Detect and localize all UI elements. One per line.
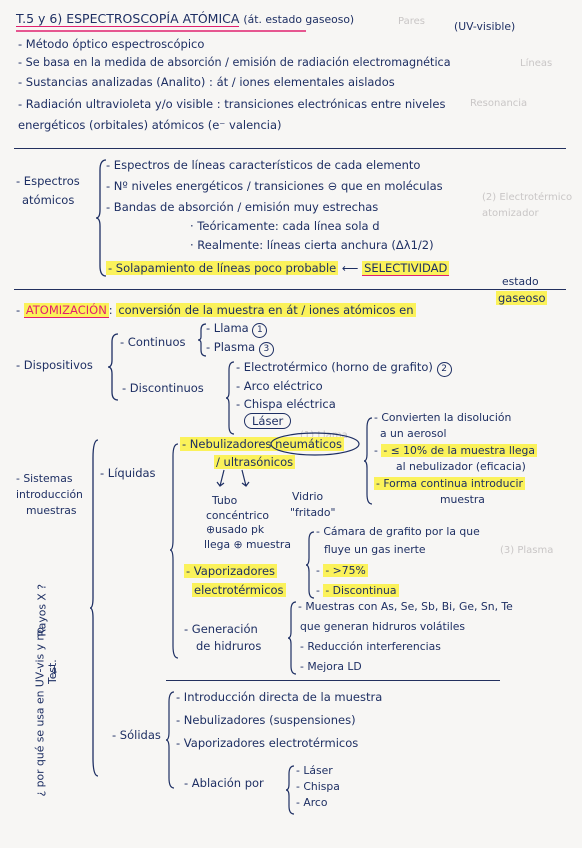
hidruros-label: de hidruros bbox=[196, 639, 262, 653]
discontinuos-item: Láser bbox=[244, 413, 292, 429]
brace bbox=[225, 361, 235, 435]
atomizacion-state: estado bbox=[502, 275, 539, 288]
brace bbox=[285, 765, 295, 815]
brace bbox=[305, 531, 315, 599]
hidruros-note: - Reducción interferencias bbox=[300, 640, 441, 653]
oval-mark bbox=[270, 432, 360, 456]
nebulizador-note: - Forma continua introducir bbox=[374, 477, 525, 490]
nebulizador-note: - Convierten la disolución bbox=[374, 411, 512, 424]
discontinuos-item: - Chispa eléctrica bbox=[236, 397, 336, 411]
espectros-item: - Bandas de absorción / emisión muy estr… bbox=[106, 200, 379, 214]
section-divider bbox=[14, 289, 566, 290]
tubo-note: llega ⊕ muestra bbox=[204, 538, 291, 551]
tubo-note: concéntrico bbox=[206, 509, 270, 522]
ghost-text: atomizador bbox=[482, 208, 539, 219]
ablacion-item: - Arco bbox=[296, 796, 328, 809]
brace bbox=[363, 417, 373, 505]
solapamiento-line: - Solapamiento de líneas poco probable ⟵… bbox=[106, 261, 450, 276]
vaporizador-note: - - >75% bbox=[316, 564, 368, 577]
intro-line: - Radiación ultravioleta y/o visible : t… bbox=[18, 97, 446, 111]
vaporizadores-label: electrotérmicos bbox=[192, 583, 286, 597]
intro-line: - Sustancias analizadas (Analito) : át /… bbox=[18, 75, 395, 89]
ghost-text: Líneas bbox=[520, 58, 553, 69]
brace bbox=[165, 691, 175, 789]
discontinuos-item: - Arco eléctrico bbox=[236, 379, 323, 393]
brace bbox=[169, 443, 179, 659]
title-underline bbox=[16, 30, 306, 32]
ghost-text: Pares bbox=[398, 16, 425, 27]
continuos-item: - Llama 1 bbox=[206, 321, 268, 338]
brace bbox=[197, 323, 207, 357]
side-note: ↓ bbox=[50, 664, 60, 677]
nebulizador-note: al nebulizador (eficacia) bbox=[396, 460, 526, 473]
brace bbox=[107, 333, 119, 401]
sistemas-label: - Sistemas bbox=[16, 472, 73, 485]
discontinuos-item: - Electrotérmico (horno de grafito) 2 bbox=[236, 360, 452, 377]
espectros-item: - Nº niveles energéticos / transiciones … bbox=[106, 179, 443, 193]
nebulizador-note: - - ≤ 10% de la muestra llega bbox=[374, 444, 538, 457]
brace bbox=[95, 159, 107, 277]
hidruros-note: - Muestras con As, Se, Sb, Bi, Ge, Sn, T… bbox=[298, 600, 513, 613]
atomizacion-state: gaseoso bbox=[496, 291, 548, 305]
side-note: Test. bbox=[46, 659, 59, 684]
espectros-label: atómicos bbox=[22, 193, 75, 207]
nebulizador-note: muestra bbox=[440, 493, 485, 506]
page-title: T.5 y 6) ESPECTROSCOPÍA ATÓMICA (át. est… bbox=[16, 11, 355, 27]
discontinuos-label: - Discontinuos bbox=[122, 381, 204, 395]
hidruros-note: que generan hidruros volátiles bbox=[300, 620, 466, 633]
liquidas-label: - Líquidas bbox=[100, 466, 156, 480]
ablacion-item: - Chispa bbox=[296, 780, 340, 793]
solidas-item: - Nebulizadores (suspensiones) bbox=[176, 713, 356, 727]
uv-note: (UV-visible) bbox=[454, 20, 516, 33]
side-note: Rayos X ? bbox=[35, 584, 49, 637]
tubo-note: ⊕usado pk bbox=[206, 523, 265, 536]
nebulizadores-label: - Nebulizadores neumáticos bbox=[180, 437, 345, 451]
continuos-item: - Plasma 3 bbox=[206, 340, 274, 357]
espectros-label: - Espectros bbox=[16, 174, 80, 188]
brace bbox=[287, 601, 297, 675]
nebulizadores-label: / ultrasónicos bbox=[214, 455, 296, 469]
ghost-text: (3) Plasma bbox=[500, 545, 554, 556]
ghost-text: (1) Llama bbox=[300, 430, 348, 441]
tubo-note: Tubo bbox=[212, 494, 238, 507]
atomizacion-line: - ATOMIZACIÓN: conversión de la muestra … bbox=[16, 303, 416, 318]
continuos-label: - Continuos bbox=[120, 335, 186, 349]
section-divider bbox=[166, 680, 500, 681]
vidrio-note: Vidrio bbox=[292, 490, 324, 503]
solidas-item: - Ablación por bbox=[184, 776, 264, 790]
section-divider bbox=[14, 148, 566, 149]
solidas-label: - Sólidas bbox=[112, 728, 161, 742]
vaporizador-note: - Cámara de grafito por la que bbox=[316, 525, 480, 538]
ablacion-item: - Láser bbox=[296, 764, 333, 777]
espectros-subitem: · Realmente: líneas cierta anchura (Δλ1/… bbox=[190, 238, 434, 252]
sistemas-label: introducción bbox=[16, 488, 83, 501]
ghost-text: (2) Electrotérmico bbox=[482, 192, 573, 203]
vaporizadores-label: - Vaporizadores bbox=[184, 564, 278, 578]
intro-line: energéticos (orbitales) atómicos (e⁻ val… bbox=[18, 118, 282, 132]
vidrio-note: "fritado" bbox=[290, 506, 336, 519]
solidas-item: - Vaporizadores electrotérmicos bbox=[176, 736, 359, 750]
nebulizador-note: a un aerosol bbox=[380, 427, 447, 440]
intro-line: - Se basa en la medida de absorción / em… bbox=[18, 56, 451, 69]
arrow-down bbox=[216, 469, 250, 487]
ghost-text: Resonancia bbox=[470, 98, 528, 109]
intro-line: - Método óptico espectroscópico bbox=[18, 37, 205, 51]
brace bbox=[89, 439, 99, 777]
espectros-item: - Espectros de líneas característicos de… bbox=[106, 158, 421, 172]
hidruros-label: - Generación bbox=[184, 622, 258, 636]
espectros-subitem: · Teóricamente: cada línea sola d bbox=[190, 219, 380, 233]
vaporizador-note: - - Discontinua bbox=[316, 584, 399, 597]
solidas-item: - Introducción directa de la muestra bbox=[176, 690, 383, 704]
dispositivos-label: - Dispositivos bbox=[16, 358, 93, 372]
hidruros-note: - Mejora LD bbox=[300, 660, 362, 673]
vaporizador-note: fluye un gas inerte bbox=[324, 543, 426, 556]
sistemas-label: muestras bbox=[26, 504, 77, 517]
